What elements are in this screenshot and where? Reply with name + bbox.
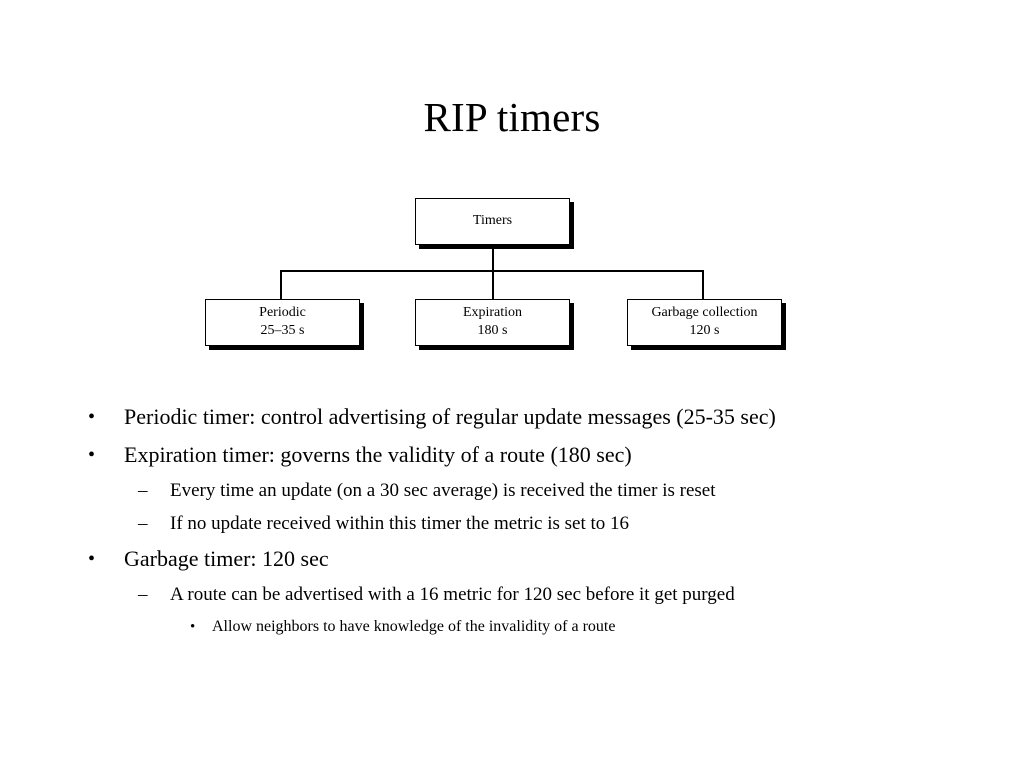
bullet-item: – If no update received within this time… [0,509,1024,542]
diagram-node-garbage-collection[interactable]: Garbage collection 120 s [627,299,782,346]
bullet-item: • Periodic timer: control advertising of… [0,400,1024,438]
page-title: RIP timers [423,94,601,141]
bullet-text: Garbage timer: 120 sec [124,546,329,571]
diagram-node-periodic-label: Periodic [259,305,306,321]
bullet-marker: – [138,480,148,501]
connector-horizontal-bar [280,270,704,272]
diagram-node-timers-label: Timers [472,213,513,229]
diagram-node-expiration[interactable]: Expiration 180 s [415,299,570,346]
diagram-node-expiration-label: Expiration [462,305,523,321]
bullet-text: Periodic timer: control advertising of r… [124,404,776,429]
bullet-text: If no update received within this timer … [170,513,630,534]
bullet-list: • Periodic timer: control advertising of… [0,400,1024,644]
diagram-node-expiration-value: 180 s [477,323,508,338]
diagram-node-periodic[interactable]: Periodic 25–35 s [205,299,360,346]
bullet-text: Allow neighbors to have knowledge of the… [212,618,616,635]
diagram-node-garbage-collection-value: 120 s [689,323,720,338]
bullet-item: – Every time an update (on a 30 sec aver… [0,476,1024,509]
bullet-marker: • [88,548,96,570]
bullet-marker: • [190,619,196,635]
connector-drop-garbage [702,270,704,300]
bullet-text: Every time an update (on a 30 sec averag… [170,480,716,501]
bullet-item: • Allow neighbors to have knowledge of t… [0,613,1024,644]
diagram-node-timers[interactable]: Timers [415,198,570,245]
connector-root-stem [492,245,494,300]
diagram-node-periodic-value: 25–35 s [260,323,305,338]
bullet-text: A route can be advertised with a 16 metr… [170,584,735,605]
diagram-node-garbage-collection-label: Garbage collection [651,305,758,321]
connector-drop-periodic [280,270,282,300]
bullet-marker: – [138,584,148,605]
bullet-item: • Expiration timer: governs the validity… [0,438,1024,476]
bullet-item: • Garbage timer: 120 sec [0,542,1024,580]
bullet-item: – A route can be advertised with a 16 me… [0,580,1024,613]
bullet-marker: – [138,513,148,534]
bullet-text: Expiration timer: governs the validity o… [124,442,632,467]
bullet-marker: • [88,444,96,466]
bullet-marker: • [88,406,96,428]
